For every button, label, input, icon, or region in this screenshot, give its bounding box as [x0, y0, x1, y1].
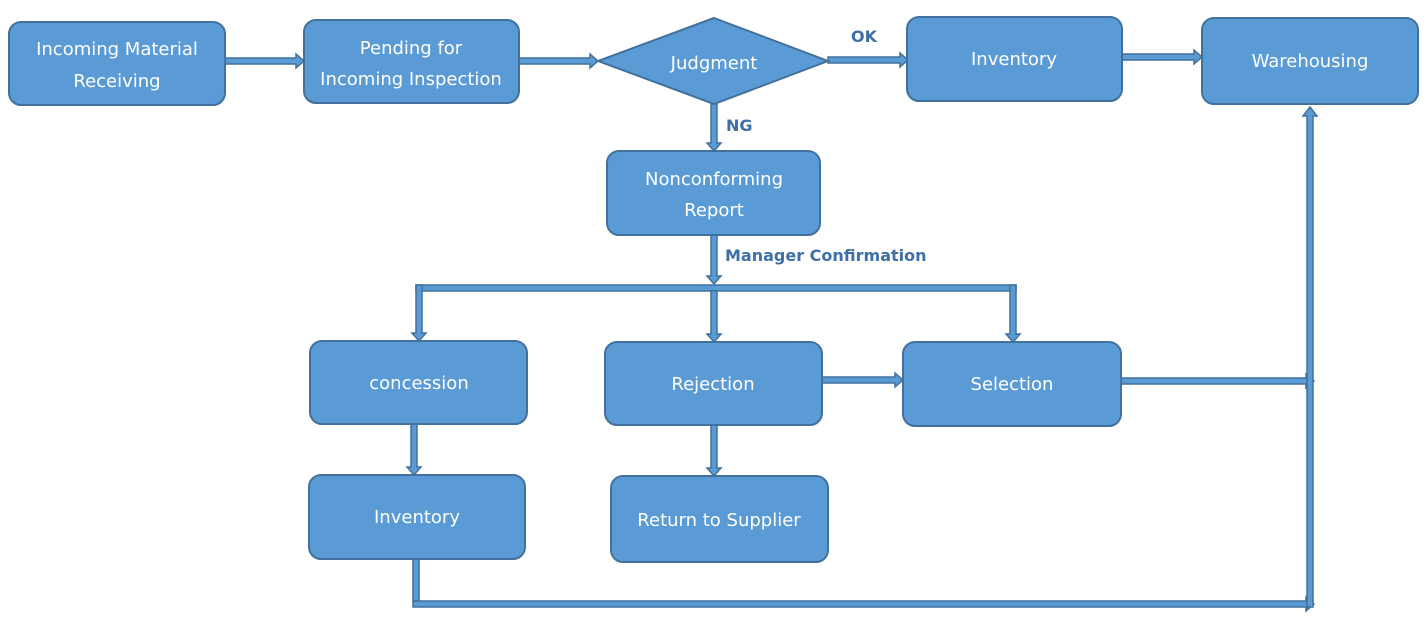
- connectors: [224, 48, 1319, 613]
- edge-label-ng: NG: [726, 116, 753, 135]
- arrow-judgment-to-nonconforming: [705, 101, 723, 153]
- node-return-to-supplier: Return to Supplier: [610, 475, 829, 563]
- node-label-line: Incoming Inspection: [320, 69, 502, 90]
- arrow-bus-to-concession: [410, 284, 428, 343]
- node-judgment-decision: Judgment: [595, 16, 831, 106]
- arrow-receiving-to-pending: [224, 52, 306, 70]
- node-label-line: Receiving: [73, 71, 160, 92]
- distribution-bus: [415, 284, 1017, 292]
- arrow-concession-to-inventory: [405, 423, 423, 477]
- node-label-line: Report: [684, 200, 744, 221]
- node-inventory-ok: Inventory: [906, 16, 1123, 102]
- node-incoming-material-receiving: Incoming Material Receiving: [8, 21, 226, 106]
- edge-label-manager-confirmation: Manager Confirmation: [725, 246, 927, 265]
- arrow-pending-to-judgment: [518, 52, 600, 70]
- arrow-selection-to-riser: [1120, 372, 1316, 390]
- arrow-bus-to-rejection: [705, 290, 723, 344]
- node-label-line: Inventory: [971, 49, 1057, 70]
- node-label-line: Incoming Material: [36, 39, 198, 60]
- edge-label-ok: OK: [851, 27, 878, 46]
- node-warehousing: Warehousing: [1201, 17, 1419, 105]
- node-pending-inspection: Pending for Incoming Inspection: [303, 19, 520, 104]
- arrow-bottom-bus: [412, 595, 1316, 613]
- arrow-inventory-to-warehousing: [1121, 48, 1204, 66]
- node-label-line: Nonconforming: [645, 169, 783, 190]
- node-label-line: Return to Supplier: [637, 510, 801, 531]
- node-selection: Selection: [902, 341, 1122, 427]
- connector-inventory-down: [412, 558, 420, 602]
- node-label-line: Inventory: [374, 507, 460, 528]
- arrow-nonconforming-to-bus: [705, 234, 723, 286]
- node-label-line: Warehousing: [1252, 51, 1369, 72]
- node-concession: concession: [309, 340, 528, 425]
- node-nonconforming-report: Nonconforming Report: [606, 150, 821, 236]
- arrow-rejection-to-selection: [821, 371, 905, 389]
- node-label-line: concession: [369, 373, 468, 394]
- node-label-line: Selection: [971, 374, 1054, 395]
- arrow-riser-to-warehousing: [1301, 105, 1319, 608]
- node-label-line: Rejection: [671, 374, 754, 395]
- node-label-line: Judgment: [670, 53, 758, 74]
- arrow-judgment-to-inventory: [827, 51, 910, 69]
- node-label-line: Pending for: [360, 38, 463, 59]
- arrow-bus-to-selection: [1004, 284, 1022, 344]
- node-inventory-concession: Inventory: [308, 474, 526, 560]
- arrow-rejection-to-return: [705, 424, 723, 478]
- node-rejection: Rejection: [604, 341, 823, 426]
